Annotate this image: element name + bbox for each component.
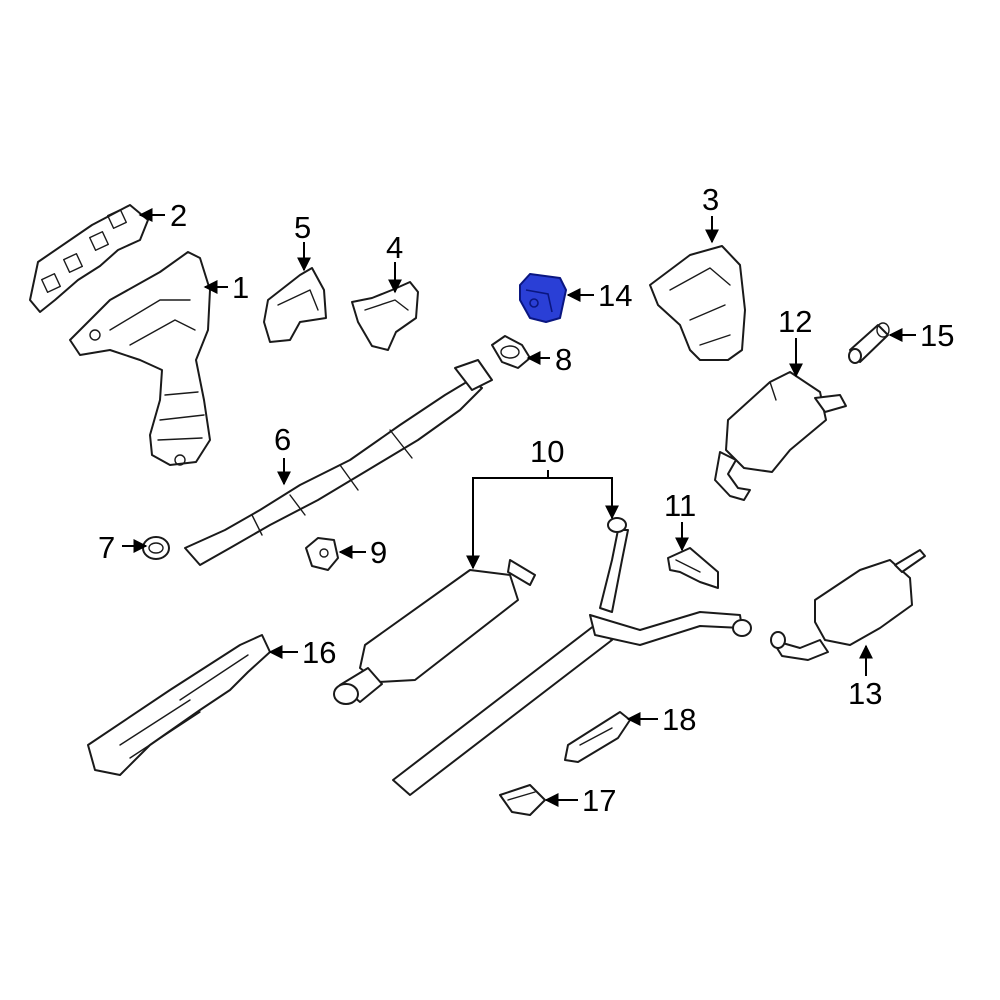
part-7-gasket[interactable] [142, 536, 170, 560]
part-9-hanger[interactable] [305, 537, 339, 571]
leader-lines [122, 208, 916, 807]
part-3-heat-shield[interactable] [649, 245, 746, 361]
callout-7: 7 [98, 530, 115, 565]
callout-12: 12 [778, 304, 812, 339]
callout-8: 8 [555, 342, 572, 377]
callout-14: 14 [598, 278, 632, 313]
part-1-exhaust-manifold[interactable] [69, 251, 211, 466]
callout-17: 17 [582, 783, 616, 818]
callout-1: 1 [232, 270, 249, 305]
part-10-center-pipe-assembly[interactable] [333, 517, 752, 796]
callout-3: 3 [702, 182, 719, 217]
callout-16: 16 [302, 635, 336, 670]
callout-10: 10 [530, 434, 564, 469]
part-17-heat-shield[interactable] [499, 784, 546, 816]
callout-5: 5 [294, 210, 311, 245]
part-6-front-pipe[interactable] [184, 359, 493, 566]
part-11-bracket[interactable] [667, 547, 719, 589]
callout-18: 18 [662, 702, 696, 737]
callout-11: 11 [664, 488, 696, 523]
callout-13: 13 [848, 676, 882, 711]
callout-6: 6 [274, 422, 291, 457]
part-5-heat-shield[interactable] [263, 267, 327, 343]
part-4-heat-shield[interactable] [351, 281, 419, 351]
callout-9: 9 [370, 535, 387, 570]
part-16-heat-insulator[interactable] [87, 634, 271, 776]
part-13-muffler[interactable] [770, 549, 926, 661]
part-2-manifold-gasket[interactable] [29, 204, 149, 313]
part-15-tail-pipe-tip[interactable] [848, 322, 890, 364]
part-18-heat-shield[interactable] [564, 711, 631, 763]
callout-4: 4 [386, 230, 403, 265]
part-14-bracket-highlighted[interactable] [519, 273, 567, 323]
part-8-gasket[interactable] [491, 335, 531, 369]
callout-15: 15 [920, 318, 954, 353]
part-12-muffler[interactable] [714, 371, 847, 501]
callout-2: 2 [170, 198, 187, 233]
callout-labels: 1 2 3 4 5 6 7 8 9 10 11 12 13 14 15 16 1… [98, 182, 954, 818]
